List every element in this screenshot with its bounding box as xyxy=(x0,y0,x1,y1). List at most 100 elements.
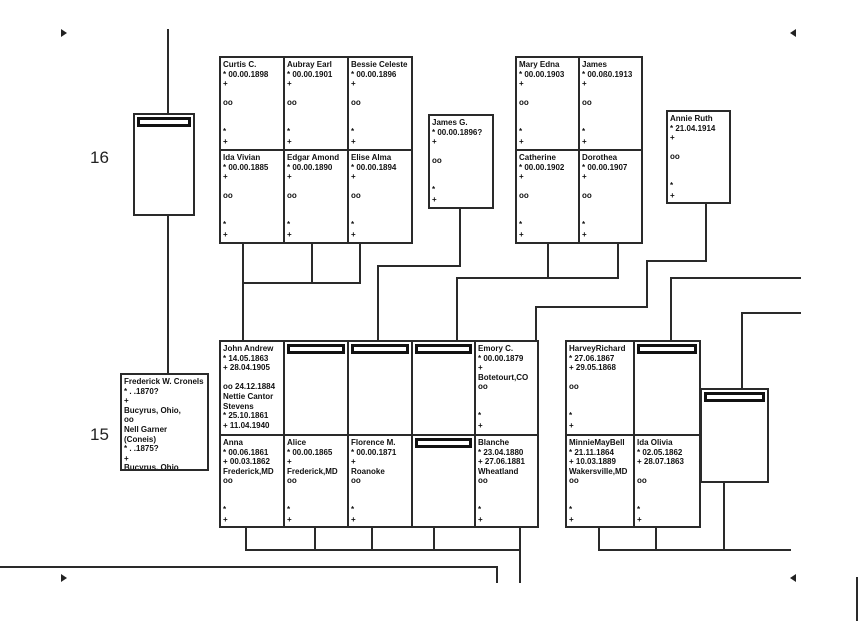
person-detail xyxy=(637,496,699,506)
person-detail: + 28.04.1905 xyxy=(223,363,270,373)
person-card-curtis[interactable]: Curtis C.* 00.00.1898+oo*+ xyxy=(219,56,285,151)
person-detail xyxy=(223,118,283,128)
person-detail: * 00.00.1903 xyxy=(519,69,565,79)
person-detail xyxy=(432,176,492,186)
person-detail: * 21.04.1914 xyxy=(670,123,716,133)
person-detail xyxy=(223,486,283,496)
person-detail xyxy=(432,147,492,157)
person-name: Bessie Celeste xyxy=(351,60,408,69)
person-detail: + 29.05.1868 xyxy=(569,363,616,373)
person-detail: * xyxy=(478,411,482,421)
person-card-aubray[interactable]: Aubray Earl* 00.00.1901+oo*+ xyxy=(283,56,349,151)
connector-line xyxy=(723,481,725,551)
person-detail: oo xyxy=(223,476,233,486)
person-card-ida-vivian[interactable]: Ida Vivian* 00.00.1885+oo*+ xyxy=(219,149,285,244)
connector-line xyxy=(456,277,458,341)
person-card-elise[interactable]: Elise Alma* 00.00.1894+oo*+ xyxy=(347,149,413,244)
person-detail xyxy=(287,89,347,99)
connector-line xyxy=(741,312,801,314)
person-detail: + xyxy=(223,79,228,89)
person-card-catherine[interactable]: Catherine* 00.00.1902+oo*+ xyxy=(515,149,580,244)
connector-line xyxy=(535,306,537,341)
connector-line xyxy=(741,312,743,389)
connector-line xyxy=(496,566,498,583)
person-card-james[interactable]: James* 00.0ß0.1913+oo*+ xyxy=(578,56,643,151)
person-detail: + xyxy=(223,514,228,524)
person-card-annie[interactable]: Annie Ruth* 21.04.1914+oo*+ xyxy=(666,110,731,204)
person-card-mary-edna[interactable]: Mary Edna* 00.00.1903+oo*+ xyxy=(515,56,580,151)
person-card-empty[interactable] xyxy=(133,113,195,216)
person-name: Curtis C. xyxy=(223,60,257,69)
connector-line xyxy=(519,526,521,583)
person-card-empty[interactable] xyxy=(347,340,413,436)
person-name: James G. xyxy=(432,118,468,127)
person-detail: * 02.05.1862 xyxy=(637,447,683,457)
corner-marker-icon xyxy=(790,574,796,582)
person-detail xyxy=(569,373,633,383)
corner-marker-icon xyxy=(61,29,67,37)
person-detail: * xyxy=(582,220,586,230)
person-detail: oo xyxy=(569,476,579,486)
person-detail: + xyxy=(223,136,228,146)
person-card-frederick[interactable]: Frederick W. Cronels* . .1870?+Bucyrus, … xyxy=(120,373,209,471)
person-detail: * 00.00.1907 xyxy=(582,162,628,172)
person-card-bessie[interactable]: Bessie Celeste* 00.00.1896+oo*+ xyxy=(347,56,413,151)
person-detail: + xyxy=(670,133,675,143)
person-detail xyxy=(351,211,411,221)
person-detail: + xyxy=(569,420,574,430)
person-detail: Roanoke xyxy=(351,466,385,476)
person-detail xyxy=(582,108,641,118)
person-detail: * xyxy=(287,127,291,137)
person-name: Blanche xyxy=(478,438,510,447)
person-detail: + xyxy=(569,514,574,524)
person-detail xyxy=(223,201,283,211)
person-detail: oo xyxy=(519,98,529,108)
person-detail xyxy=(223,108,283,118)
person-detail xyxy=(582,118,641,128)
connector-line xyxy=(0,566,498,568)
person-name: Elise Alma xyxy=(351,153,392,162)
person-name: Anna xyxy=(223,438,243,447)
connector-line xyxy=(314,526,316,551)
person-detail xyxy=(670,172,729,182)
person-detail: + xyxy=(432,194,437,204)
person-name: James xyxy=(582,60,607,69)
person-card-dorothea[interactable]: Dorothea* 00.00.1907+oo*+ xyxy=(578,149,643,244)
person-card-empty[interactable] xyxy=(411,434,476,528)
connector-line xyxy=(670,277,672,341)
person-detail xyxy=(569,402,633,412)
person-detail: * 23.04.1880 xyxy=(478,447,524,457)
person-detail xyxy=(351,108,411,118)
person-card-james-g[interactable]: James G.* 00.00.1896?+oo*+ xyxy=(428,114,494,209)
person-detail: oo xyxy=(670,152,680,162)
person-detail: * xyxy=(223,127,227,137)
person-detail xyxy=(519,89,578,99)
person-detail xyxy=(223,182,283,192)
person-card-empty[interactable] xyxy=(700,388,769,483)
person-detail: + 11.04.1940 xyxy=(223,420,270,430)
connector-line xyxy=(705,202,707,262)
person-detail: oo xyxy=(223,98,233,108)
person-detail: * xyxy=(432,185,436,195)
connector-line xyxy=(617,242,619,279)
person-card-empty[interactable] xyxy=(283,340,349,436)
person-card-edgar[interactable]: Edgar Amond* 00.00.1890+oo*+ xyxy=(283,149,349,244)
empty-photo-frame xyxy=(287,344,345,354)
person-detail: Nettie Cantor xyxy=(223,391,274,401)
person-card-empty[interactable] xyxy=(411,340,476,436)
person-card-empty[interactable] xyxy=(633,340,701,436)
person-detail xyxy=(351,201,411,211)
person-detail: + xyxy=(519,229,524,239)
person-detail: * 00.00.1879 xyxy=(478,353,524,363)
connector-line xyxy=(598,549,791,551)
person-detail: oo xyxy=(569,382,579,392)
